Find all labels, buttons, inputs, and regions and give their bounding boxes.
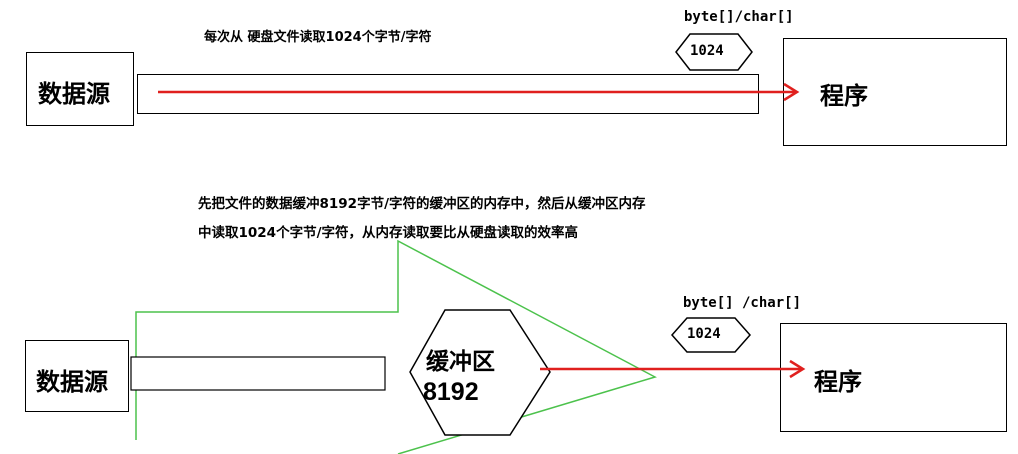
- bottom-program-box: 程序: [780, 323, 1007, 432]
- bottom-size-hexagon: [670, 317, 752, 353]
- top-flow-arrowhead: [783, 82, 800, 102]
- bottom-note-line2: 中读取1024个字节/字符，从内存读取要比从硬盘读取的效率高: [198, 225, 579, 241]
- bottom-note-line1: 先把文件的数据缓冲8192字节/字符的缓冲区的内存中，然后从缓冲区内存: [198, 196, 646, 212]
- bottom-flow-arrowhead: [789, 359, 806, 379]
- top-program-label: 程序: [820, 81, 868, 110]
- top-source-box: 数据源: [26, 52, 134, 126]
- bottom-source-box: 数据源: [25, 340, 129, 412]
- top-type-label: byte[]/char[]: [684, 9, 794, 25]
- bottom-stream-pipe: [130, 356, 386, 391]
- top-size-hexagon: [675, 33, 753, 71]
- top-stream-pipe: [137, 74, 759, 114]
- bottom-size-label: 1024: [687, 326, 721, 342]
- buffer-size: 8192: [423, 378, 479, 406]
- bottom-program-label: 程序: [814, 367, 862, 396]
- bottom-source-label: 数据源: [36, 367, 108, 396]
- buffer-big-arrow-outline: [135, 239, 657, 454]
- bottom-type-label: byte[] /char[]: [683, 295, 802, 311]
- top-note: 每次从 硬盘文件读取1024个字节/字符: [204, 30, 432, 45]
- buffer-hexagon: [409, 309, 551, 436]
- buffer-label: 缓冲区: [426, 348, 495, 375]
- top-program-box: 程序: [783, 38, 1007, 146]
- top-source-label: 数据源: [38, 79, 110, 108]
- top-size-label: 1024: [690, 43, 724, 59]
